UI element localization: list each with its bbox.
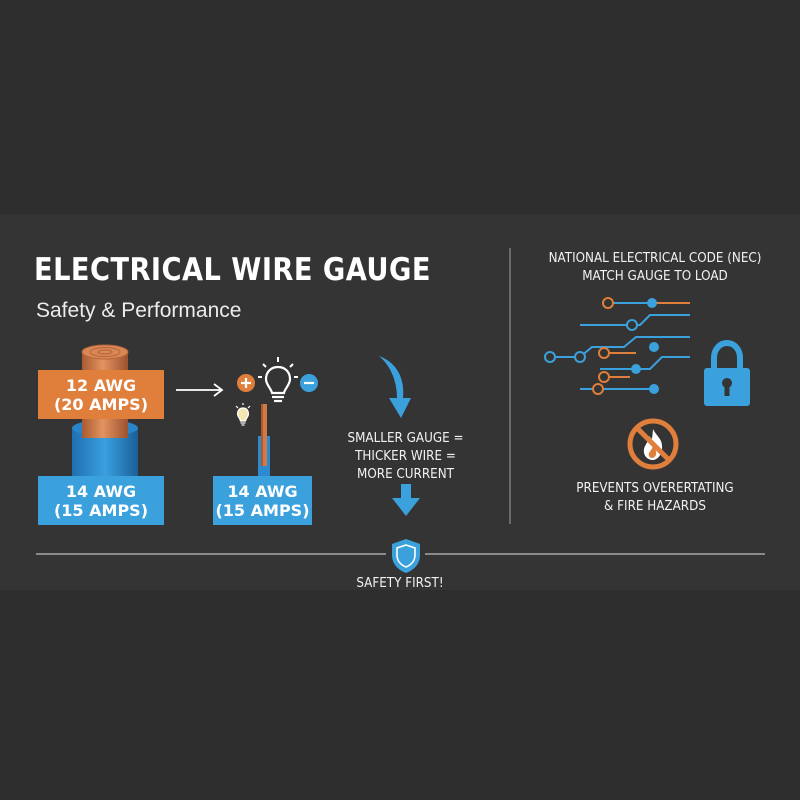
gauge-14-thick-text: 14 AWG (65, 481, 137, 501)
gauge-12-text: 12 AWG (65, 375, 137, 395)
gauge-14-thick-amps: (15 AMPS) (53, 500, 148, 520)
circuit-icon (544, 297, 690, 395)
arrow-right-icon (176, 383, 224, 397)
gauge-note: SMALLER GAUGE = THICKER WIRE = MORE CURR… (339, 430, 472, 484)
shield-icon (392, 539, 420, 573)
footer-text: SAFETY FIRST! (356, 576, 444, 591)
gauge-14-thin-label: 14 AWG (15 AMPS) (213, 476, 312, 525)
gauge-14-thick-label: 14 AWG (15 AMPS) (38, 476, 164, 525)
gauge-14-thin-text: 14 AWG (227, 481, 298, 501)
curved-arrow-down-icon (379, 356, 411, 418)
thin-wire-illustration (258, 404, 270, 482)
light-bulb-icon (258, 357, 298, 403)
plus-icon (237, 374, 255, 392)
gauge-14-thin-amps: (15 AMPS) (215, 500, 310, 520)
nec-caption: NATIONAL ELECTRICAL CODE (NEC) MATCH GAU… (531, 250, 779, 286)
gauge-note-line-2: THICKER WIRE = (355, 449, 456, 464)
gauge-12-label: 12 AWG (20 AMPS) (38, 370, 164, 419)
page-subtitle: Safety & Performance (36, 299, 242, 322)
prevents-line-1: PREVENTS OVERERTATING (576, 481, 734, 496)
footer-divider-right (425, 553, 765, 555)
prevents-caption: PREVENTS OVERERTATING & FIRE HAZARDS (549, 480, 761, 516)
nec-line-2: MATCH GAUGE TO LOAD (582, 269, 728, 284)
footer-divider-left (36, 553, 386, 555)
prevents-line-2: & FIRE HAZARDS (604, 499, 706, 514)
vertical-divider (509, 248, 511, 524)
nec-line-1: NATIONAL ELECTRICAL CODE (NEC) (548, 251, 762, 266)
gauge-note-line-3: MORE CURRENT (357, 467, 454, 482)
gauge-note-line-1: SMALLER GAUGE = (347, 431, 464, 446)
gauge-12-amps: (20 AMPS) (53, 394, 148, 414)
page-title: ELECTRICAL WIRE GAUGE (34, 252, 431, 288)
no-fire-icon (627, 418, 679, 470)
small-bulb-icon (235, 403, 251, 426)
padlock-icon (704, 339, 750, 406)
minus-icon (300, 374, 318, 392)
arrow-down-icon (392, 484, 420, 516)
